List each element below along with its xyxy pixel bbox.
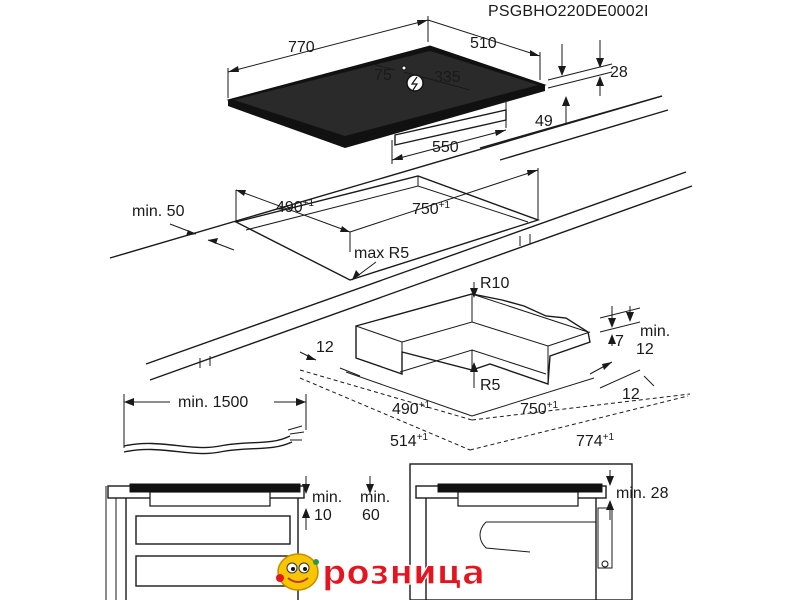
hob-depth-label: 510 xyxy=(470,35,497,52)
power-connection-icon xyxy=(406,74,424,92)
frame-outer-width-label: 774+1 xyxy=(576,432,615,450)
worktop-cutout xyxy=(234,175,541,281)
frame-inner-depth-label: 490+1 xyxy=(392,400,431,418)
section-left-drawing: min. 10 min. 60 xyxy=(105,476,390,600)
worktop-cutout-drawing: min. 50 490+1 750+1 max R5 xyxy=(109,95,693,381)
frame-outer-depth-label: 514+1 xyxy=(390,432,429,450)
hob-width-label: 770 xyxy=(288,39,315,56)
frame-corner-drawing: R10 R5 12 7 min. 12 12 490+1 xyxy=(299,275,691,451)
corner-radius-label: max R5 xyxy=(354,245,409,262)
frame-flange-right-label: 12 xyxy=(622,386,640,403)
hob-base-width-label: 550 xyxy=(432,139,459,156)
section-left-min-b: min. xyxy=(360,489,390,506)
section-right-drawing: min. 28 xyxy=(409,463,669,600)
frame-radius-top-label: R10 xyxy=(480,275,509,292)
frame-radius-bottom-label: R5 xyxy=(480,377,501,394)
frame-flange-left-label: 12 xyxy=(316,339,334,356)
cutout-width-label: 750+1 xyxy=(412,200,451,218)
front-margin-label: min. 50 xyxy=(132,203,185,220)
frame-inner-width-label: 750+1 xyxy=(520,400,559,418)
power-cable-drawing: min. 1500 xyxy=(123,394,307,455)
hob-thickness-label: 28 xyxy=(610,64,628,81)
section-right-clearance: min. 28 xyxy=(616,485,669,502)
hob-power-offset-label: 75 xyxy=(374,67,392,84)
frame-min-label: min. xyxy=(640,323,670,340)
roznica-logo: розница xyxy=(276,552,486,594)
mascot-icon xyxy=(277,553,319,591)
frame-edge-height-label: 7 xyxy=(615,333,624,350)
cable-length-label: min. 1500 xyxy=(178,394,248,411)
hob-drawing: 770 510 75 335 28 49 550 xyxy=(226,16,669,164)
hob-protrusion-label: 49 xyxy=(535,113,553,130)
section-left-value-a: 10 xyxy=(314,507,332,524)
document-code: PSGBHO220DE0002I xyxy=(488,3,649,20)
logo-text: розница xyxy=(322,553,485,593)
section-left-value-b: 60 xyxy=(362,507,380,524)
power-cable xyxy=(123,435,291,449)
hob-power-distance-label: 335 xyxy=(434,69,461,86)
section-left-min-a: min. xyxy=(312,489,342,506)
frame-min-value: 12 xyxy=(636,341,654,358)
cutout-depth-label: 490+1 xyxy=(276,198,315,216)
